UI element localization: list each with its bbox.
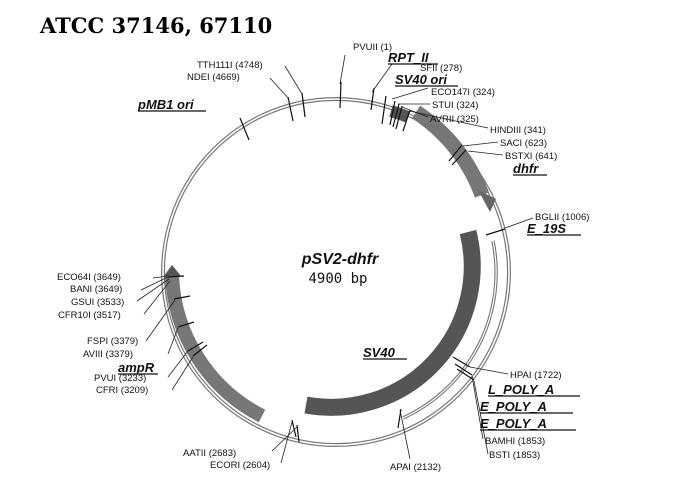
leader-hpai [469, 366, 509, 375]
site-cfri: CFRI (3209) [96, 385, 148, 396]
tick-avrii [395, 105, 403, 130]
leader-apai [399, 409, 411, 460]
plasmid-size: 4900 bp [308, 271, 367, 287]
tick-pmb1 [239, 117, 250, 141]
tick-bstxi [451, 149, 467, 166]
leader-saci [462, 141, 499, 147]
leader-eco64i [152, 275, 169, 279]
feature-dhfr: dhfr [513, 161, 539, 176]
sv40-band [304, 229, 481, 416]
feature-pmb1-ori: pMB1 ori [137, 97, 194, 112]
tick-ecori [291, 419, 297, 438]
leader-bsti [473, 380, 489, 455]
page-title: ATCC 37146, 67110 [39, 13, 272, 38]
leader-bstxi [467, 150, 504, 156]
tick-hpai [452, 356, 471, 368]
leader-bani [140, 276, 169, 291]
site-ecori: ECORI (2604) [210, 460, 270, 471]
site-apai: APAI (2132) [390, 462, 441, 473]
tick-sfii [381, 95, 387, 125]
e19s-arc-inner [402, 240, 497, 419]
dhfr-arrow-head [478, 190, 496, 212]
leader-bglii [504, 217, 534, 229]
leader-pvui [167, 350, 189, 378]
leader-eco147i [391, 87, 429, 100]
site-hpai: HPAI (1722) [510, 370, 562, 381]
site-bani: BANI (3649) [70, 284, 122, 295]
leader-hindiii [408, 110, 489, 129]
tick-bsti [456, 368, 475, 381]
leader-pvuii [339, 54, 346, 85]
site-bsti: BSTI (1853) [489, 450, 540, 461]
leader-bamhi [471, 375, 484, 440]
tick-cfri [192, 344, 208, 357]
site-saci: SACI (623) [500, 138, 547, 149]
site-avrii: AVRII (325) [430, 114, 479, 125]
feature-e-poly-a-2: E_POLY_A [480, 416, 547, 431]
leader-gsui [136, 278, 170, 302]
site-ticks [167, 81, 506, 443]
tick-fspi [173, 295, 191, 300]
feature-l-poly-a: L_POLY_A [488, 382, 554, 397]
tick-bglii [485, 228, 506, 236]
tick-tth111i [301, 92, 306, 118]
site-tth111i: TTH111I (4748) [197, 60, 263, 71]
tick-bamhi [454, 363, 473, 376]
tick-pvui [187, 341, 204, 352]
leader-fspi [145, 299, 176, 342]
leader-tth111i [284, 65, 303, 95]
site-gsui: GSUI (3533) [71, 297, 124, 308]
site-sfii: SFII (278) [420, 63, 462, 74]
feature-sv40-ori: SV40 ori [395, 72, 447, 87]
site-bstxi: BSTXI (641) [505, 151, 557, 162]
leader-sfii [371, 63, 393, 93]
site-stui: STUI (324) [432, 100, 478, 111]
site-eco64i: ECO64I (3649) [57, 272, 121, 283]
tick-eco147i [389, 100, 396, 126]
site-fspi: FSPI (3379) [87, 336, 138, 347]
site-cfr10i: CFR10I (3517) [58, 310, 121, 321]
site-ndei: NDEI (4669) [187, 72, 240, 83]
feature-e-poly-a-1: E_POLY_A [480, 399, 547, 414]
tick-eco64i [167, 275, 185, 278]
tick-pvuii [339, 81, 342, 109]
ampr-band [165, 274, 266, 423]
tick-aviii [177, 321, 195, 328]
leader-ecori [280, 421, 293, 464]
site-aviii: AVIII (3379) [83, 349, 133, 360]
tick-saci [448, 144, 463, 162]
feature-ampr: ampR [118, 360, 155, 375]
leader-cfr10i [143, 280, 171, 315]
ampr-arrow-head [164, 265, 181, 276]
leader-cfri [171, 356, 194, 391]
leader-aviii [167, 327, 179, 355]
feature-sv40: SV40 [363, 345, 396, 360]
feature-labels: RPT_II SV40 ori pMB1 ori dhfr E_19S SV40… [118, 50, 581, 431]
backbone-circle-inner [162, 98, 510, 446]
tick-hindiii [402, 109, 411, 132]
site-hindiii: HINDIII (341) [490, 125, 546, 136]
site-pvuii: PVUII (1) [353, 42, 392, 53]
tick-rpt [370, 87, 375, 111]
leader-aatii [271, 426, 298, 452]
tick-aatii [296, 424, 300, 443]
site-aatii: AATII (2683) [183, 448, 236, 459]
site-pvui: PVUI (3233) [94, 373, 146, 384]
tick-stui [392, 103, 400, 128]
site-bglii: BGLII (1006) [535, 212, 589, 223]
site-bamhi: BAMHI (1853) [485, 436, 545, 447]
feature-rpt-ii: RPT_II [388, 50, 429, 65]
dhfr-arrow-band [411, 105, 490, 198]
leader-lines [136, 54, 534, 464]
plasmid-name: pSV2-dhfr [301, 251, 379, 268]
site-labels: PVUII (1) SFII (278) ECO147I (324) STUI … [57, 42, 589, 473]
tick-ndei [287, 96, 294, 122]
site-eco147i: ECO147I (324) [431, 87, 495, 98]
feature-e-19s: E_19S [527, 221, 566, 236]
leader-ndei [269, 77, 289, 99]
